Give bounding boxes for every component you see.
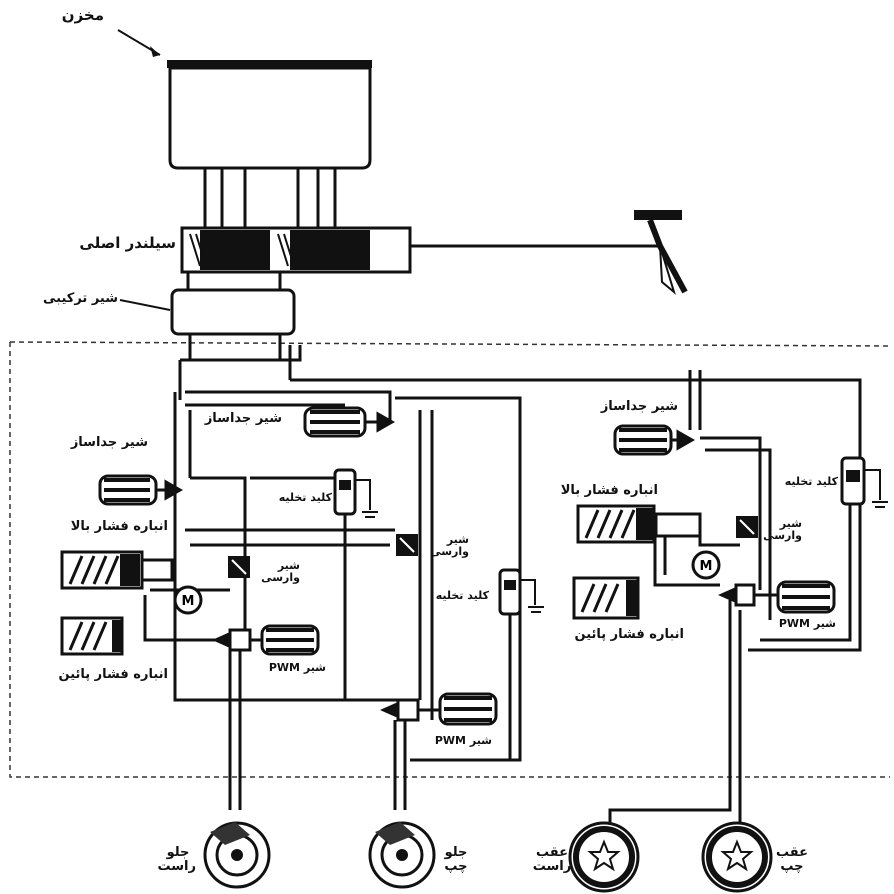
wheel-label-rear-right: عقب راست [532, 845, 572, 874]
isolation-valve-label-2: شیر جداساز [70, 435, 148, 450]
motor-icon: M [691, 550, 721, 580]
wheel-label-rear-left: عقب چپ [776, 845, 808, 874]
check-valve-1 [396, 534, 418, 556]
low-accumulator-label-2: انباره فشار پائین [574, 627, 685, 642]
high-accumulator-label-1: انباره فشار بالا [70, 519, 168, 534]
pwm-valve-1 [212, 624, 320, 656]
pwm-valve-3 [718, 580, 836, 614]
combination-valve-label: شیر ترکیبی [43, 291, 118, 306]
pwm-valve-label-2: شیر PWM [434, 734, 492, 747]
svg-text:M: M [182, 594, 195, 609]
check-valve-label-3: شیر وارسی [763, 517, 802, 542]
check-valve-2 [228, 556, 250, 578]
high-pressure-accumulator-2 [576, 504, 702, 544]
brake-lines [143, 345, 862, 830]
brake-pedal-icon [634, 210, 688, 295]
combination-valve [119, 288, 296, 360]
bleed-key-1 [333, 468, 378, 518]
isolation-valve-front-left [303, 406, 396, 438]
disc-brake-icon [203, 821, 271, 889]
reservoir [117, 29, 372, 228]
isolation-valve-label-3: شیر جداساز [600, 399, 678, 414]
high-accumulator-label-2: انباره فشار بالا [560, 483, 658, 498]
hydraulic-module-border [9, 341, 891, 778]
disc-brake-icon [368, 821, 436, 889]
bleed-key-label-1: کلید تخلیه [278, 491, 332, 504]
wheel-label-front-left: جلو چپ [444, 845, 468, 874]
check-valve-label-1: شیر وارسی [430, 533, 469, 558]
bleed-key-3 [840, 456, 888, 508]
wheel-label-front-right: جلو راست [157, 845, 197, 874]
pwm-valve-label-1: شیر PWM [268, 661, 326, 674]
isolation-valve-rear [613, 424, 696, 456]
drum-brake-icon [701, 821, 773, 893]
isolation-valve-front-right [98, 474, 184, 506]
master-cylinder [180, 226, 660, 290]
check-valve-label-2: شیر وارسی [261, 559, 300, 584]
isolation-valve-label-1: شیر جداساز [204, 411, 282, 426]
low-pressure-accumulator-1 [60, 616, 124, 656]
low-pressure-accumulator-2 [572, 576, 640, 620]
high-pressure-accumulator-1 [60, 550, 174, 590]
bleed-key-2 [498, 568, 544, 616]
pwm-valve-label-3: شیر PWM [778, 617, 836, 630]
pwm-valve-2 [380, 692, 498, 726]
reservoir-label: مخزن [61, 6, 104, 24]
bleed-key-label-2: کلید تخلیه [435, 589, 489, 602]
check-valve-3 [736, 516, 758, 538]
master-cylinder-label: سیلندر اصلی [79, 234, 176, 252]
motor-icon: M [173, 585, 203, 615]
low-accumulator-label-1: انباره فشار پائین [58, 667, 169, 682]
drum-brake-icon [568, 821, 640, 893]
svg-text:M: M [700, 559, 713, 574]
bleed-key-label-3: کلید تخلیه [784, 475, 838, 488]
